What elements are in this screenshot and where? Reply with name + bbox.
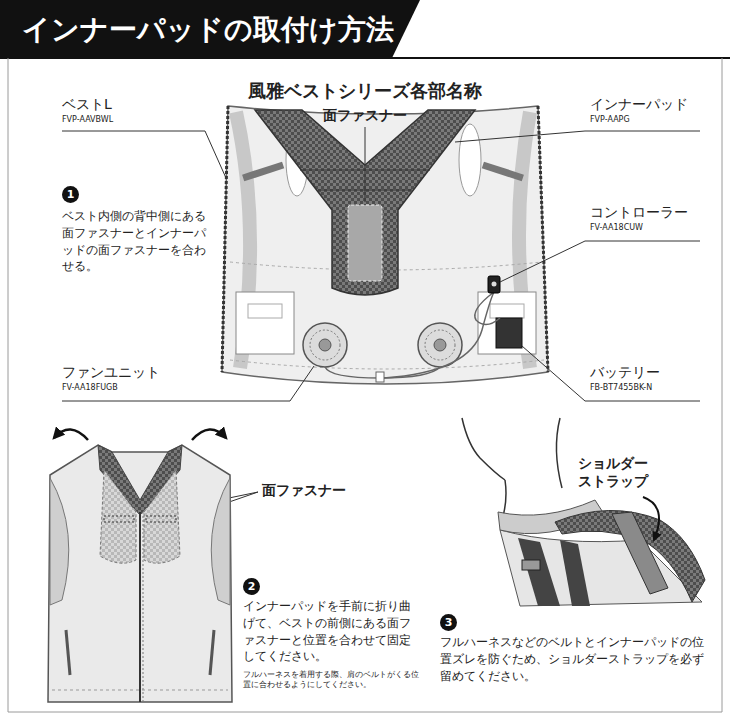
title-band xyxy=(8,58,722,712)
vest-back-illustration xyxy=(242,162,284,182)
part-name: インナーパッド xyxy=(590,96,720,114)
vest-front-illustration xyxy=(143,512,144,702)
step-text: インナーパッドを手前に折り曲げて、ベストの前側にある面ファスナーと位置を合わせて… xyxy=(243,598,421,665)
vest-front-illustration xyxy=(54,429,88,440)
vest-front-illustration xyxy=(211,478,230,605)
wearer-illustration xyxy=(462,418,705,606)
vest-front-illustration xyxy=(144,470,180,563)
part-number: FVP-AAVBWL xyxy=(62,115,202,125)
leader-line xyxy=(500,241,700,282)
vest-back-illustration xyxy=(459,124,481,196)
vest-back-illustration xyxy=(319,339,331,351)
vest-back-illustration xyxy=(475,292,500,325)
vest-back-illustration xyxy=(492,282,497,287)
vest-front-illustration xyxy=(146,516,176,522)
vest-front-illustration xyxy=(66,630,70,675)
vest-back-illustration xyxy=(425,330,455,360)
vest-front-illustration xyxy=(192,429,226,440)
wearer-illustration xyxy=(643,497,659,540)
step-text: ベスト内側の背中側にある面ファスナーとインナーパッドの面ファスナーを合わせる。 xyxy=(62,208,212,275)
fastener-label: 面ファスナー xyxy=(262,482,362,500)
vest-back-illustration xyxy=(434,339,446,351)
wearer-illustration xyxy=(560,540,590,606)
vest-back-illustration xyxy=(384,292,494,378)
note-text: フルハーネスを着用する際、肩のベルトがくる位置に合わせるようにしてください。 xyxy=(243,670,421,690)
vest-front-illustration xyxy=(104,516,134,522)
vest-front-illustration xyxy=(139,512,141,702)
wearer-illustration xyxy=(462,418,505,480)
vest-back-illustration xyxy=(538,106,548,372)
part-name: ファンユニット xyxy=(62,364,222,382)
title-band xyxy=(0,57,730,59)
vest-front-illustration xyxy=(48,429,232,702)
vest-back-illustration xyxy=(236,292,294,354)
vest-front-illustration xyxy=(52,690,228,691)
part-name: ショルダーストラップ xyxy=(578,455,658,490)
callout-number: 2 xyxy=(243,578,260,595)
wearer-illustration xyxy=(522,560,540,570)
vest-back-illustration xyxy=(230,360,544,369)
fastener-label: 面ファスナー xyxy=(315,107,415,125)
step-text: フルハーネスなどのベルトとインナーパッドの位置ズレを防ぐため、ショルダーストラッ… xyxy=(440,634,708,684)
vest-back-illustration xyxy=(488,276,500,293)
heading: 風雅ベストシリーズ各部名称 xyxy=(240,80,490,103)
vest-back-illustration xyxy=(310,330,340,360)
vest-back-illustration xyxy=(482,162,524,182)
title-band xyxy=(0,0,420,58)
part-number: FV-AA18FUGB xyxy=(62,383,222,393)
leader-line xyxy=(62,131,226,178)
callout-number: 3 xyxy=(440,614,457,631)
page-title: インナーパッドの取付け方法 xyxy=(22,11,394,49)
vest-back-illustration xyxy=(348,205,382,281)
vest-back-illustration xyxy=(478,292,536,354)
vest-back-illustration xyxy=(303,323,347,367)
vest-back-illustration xyxy=(248,304,282,318)
vest-front-illustration xyxy=(50,478,69,605)
part-name: バッテリー xyxy=(590,364,720,382)
wearer-illustration xyxy=(556,418,562,488)
wearer-illustration xyxy=(518,538,560,606)
vest-front-illustration xyxy=(48,445,232,702)
vest-back-illustration xyxy=(255,110,475,295)
vest-front-illustration xyxy=(100,470,136,563)
vest-front-illustration xyxy=(210,630,214,675)
callout-number: 1 xyxy=(62,186,79,203)
vest-back-illustration xyxy=(222,106,228,372)
vest-back-illustration xyxy=(496,318,522,348)
leader-line xyxy=(365,127,366,202)
vest-back-illustration xyxy=(222,106,548,384)
part-number: FVP-AAPG xyxy=(590,115,720,125)
vest-back-illustration xyxy=(376,372,384,382)
vest-back-illustration xyxy=(222,106,548,384)
part-name: ベストL xyxy=(62,96,202,114)
leader-line xyxy=(455,131,700,142)
part-name: コントローラー xyxy=(590,204,720,222)
part-number: FB-BT7455BK-N xyxy=(590,383,720,393)
part-number: FV-AA18CUW xyxy=(590,223,720,233)
vest-back-illustration xyxy=(490,304,524,318)
